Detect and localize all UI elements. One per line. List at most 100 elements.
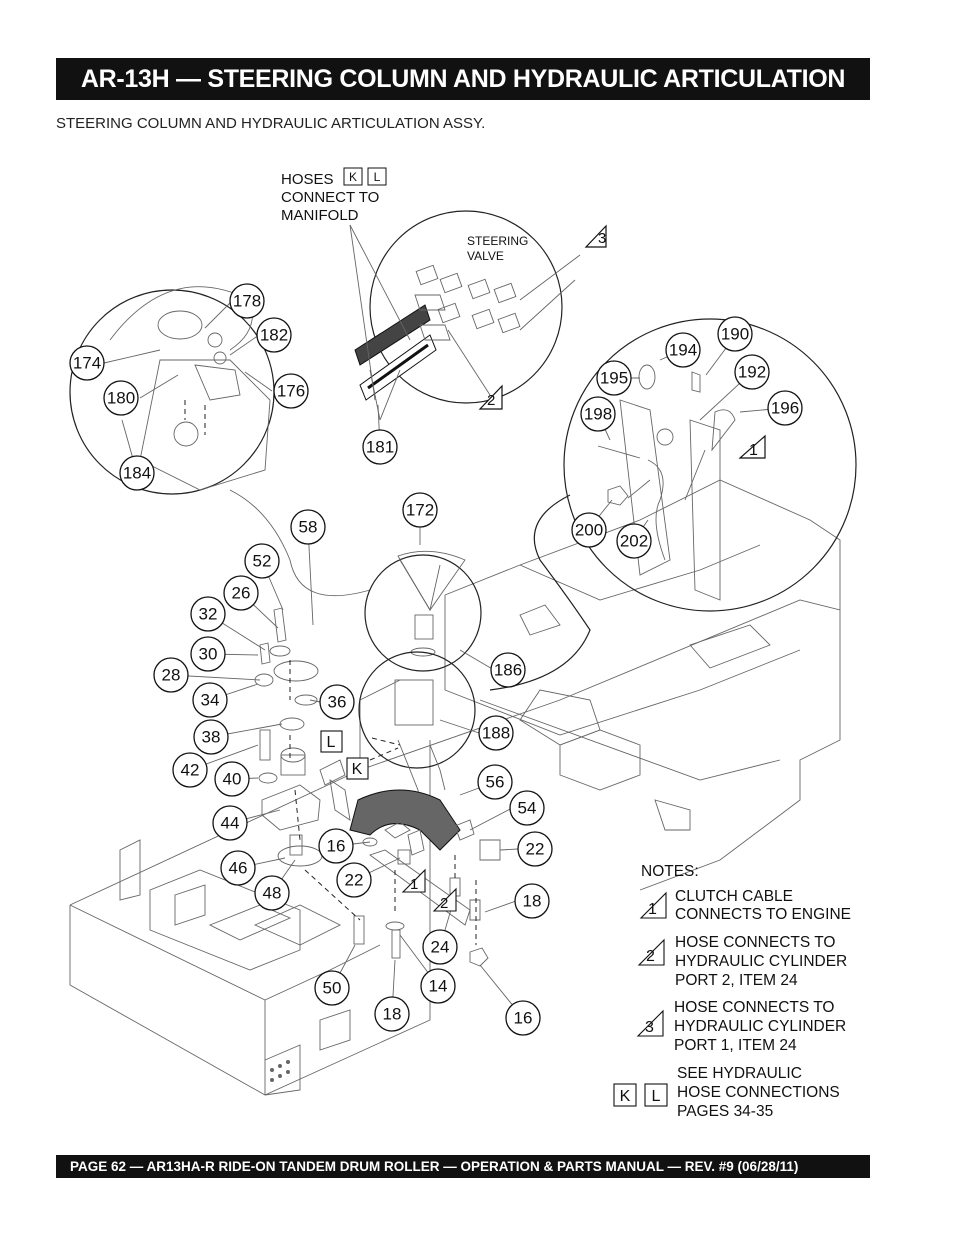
page-footer: PAGE 62 — AR13HA-R RIDE-ON TANDEM DRUM R… (56, 1155, 870, 1178)
svg-text:SEE HYDRAULIC: SEE HYDRAULIC (677, 1065, 802, 1082)
svg-text:30: 30 (199, 645, 218, 664)
flag-triangle-3: 3 (584, 224, 607, 248)
svg-text:1: 1 (749, 442, 758, 459)
svg-text:CONNECT TO: CONNECT TO (281, 189, 379, 206)
callout-48: 48 (254, 875, 290, 911)
svg-text:HYDRAULIC CYLINDER: HYDRAULIC CYLINDER (675, 953, 847, 970)
steering-valve-label: STEERING VALVE (467, 234, 528, 263)
flag-triangle-2: 2 (478, 384, 503, 410)
clutch-cable (489, 494, 591, 691)
svg-text:18: 18 (383, 1005, 402, 1024)
svg-text:174: 174 (73, 354, 101, 373)
note-2: 2 HOSE CONNECTS TO HYDRAULIC CYLINDER PO… (637, 934, 847, 989)
svg-text:2: 2 (487, 392, 495, 409)
callout-180: 180 (103, 380, 139, 416)
callout-181: 181 (362, 429, 398, 465)
leader-cable (229, 489, 371, 597)
callout-18-right: 18 (514, 883, 550, 919)
svg-text:L: L (374, 170, 381, 184)
callout-36: 36 (319, 684, 355, 720)
svg-text:3: 3 (598, 230, 606, 247)
svg-text:1: 1 (648, 901, 657, 918)
detail-steering-column (358, 550, 482, 806)
machine-frame (69, 479, 841, 1096)
flag-box-k: K (346, 757, 369, 780)
page-title: AR-13H — STEERING COLUMN AND HYDRAULIC A… (56, 58, 870, 135)
svg-text:PAGES 34-35: PAGES 34-35 (677, 1103, 773, 1120)
svg-text:K: K (352, 761, 363, 778)
hoses-label: HOSES K L CONNECT TO MANIFOLD (281, 167, 387, 224)
svg-text:198: 198 (584, 405, 612, 424)
callout-24: 24 (422, 929, 458, 965)
svg-text:195: 195 (600, 369, 628, 388)
svg-text:188: 188 (482, 724, 510, 743)
svg-text:176: 176 (277, 382, 305, 401)
svg-text:L: L (652, 1088, 661, 1105)
svg-text:3: 3 (645, 1019, 654, 1036)
callouts: 174 178 182 176 180 184 181 190 194 192 … (69, 283, 803, 1036)
note-3: 3 HOSE CONNECTS TO HYDRAULIC CYLINDER PO… (636, 999, 846, 1054)
callout-54: 54 (509, 790, 545, 826)
svg-text:186: 186 (494, 661, 522, 680)
svg-text:K: K (349, 170, 357, 184)
svg-text:184: 184 (123, 464, 151, 483)
callout-188: 188 (478, 715, 514, 751)
svg-text:26: 26 (232, 584, 251, 603)
callout-195: 195 (596, 360, 632, 396)
svg-text:54: 54 (518, 799, 537, 818)
callout-32: 32 (190, 596, 226, 632)
callout-38: 38 (193, 719, 229, 755)
svg-text:172: 172 (406, 501, 434, 520)
diagram-flags: 3 2 1 1 2 L K (320, 224, 766, 912)
callout-34: 34 (192, 682, 228, 718)
svg-text:STEERING: STEERING (467, 234, 528, 248)
svg-text:VALVE: VALVE (467, 249, 504, 263)
svg-text:42: 42 (181, 761, 200, 780)
callout-16-left: 16 (318, 828, 354, 864)
callout-14: 14 (420, 968, 456, 1004)
svg-text:202: 202 (620, 532, 648, 551)
callout-196: 196 (767, 390, 803, 426)
callout-194: 194 (665, 332, 701, 368)
svg-text:PORT 1, ITEM 24: PORT 1, ITEM 24 (674, 1037, 797, 1054)
svg-text:HYDRAULIC CYLINDER: HYDRAULIC CYLINDER (674, 1018, 846, 1035)
callout-28: 28 (153, 657, 189, 693)
svg-text:178: 178 (233, 292, 261, 311)
svg-text:2: 2 (646, 948, 655, 965)
svg-text:1: 1 (410, 876, 418, 893)
flag-triangle-1: 1 (738, 434, 766, 459)
callout-30: 30 (190, 636, 226, 672)
svg-text:28: 28 (162, 666, 181, 685)
svg-text:194: 194 (669, 341, 697, 360)
svg-text:182: 182 (260, 326, 288, 345)
svg-text:192: 192 (738, 363, 766, 382)
svg-text:16: 16 (327, 837, 346, 856)
notes-heading: NOTES: (641, 863, 699, 880)
svg-text:18: 18 (523, 892, 542, 911)
svg-text:PORT 2, ITEM 24: PORT 2, ITEM 24 (675, 972, 798, 989)
callout-50: 50 (314, 970, 350, 1006)
svg-text:L: L (327, 734, 336, 751)
svg-text:190: 190 (721, 325, 749, 344)
callout-176: 176 (273, 373, 309, 409)
note-1: 1 CLUTCH CABLE CONNECTS TO ENGINE (639, 888, 851, 923)
svg-text:22: 22 (345, 871, 364, 890)
svg-text:HOSE CONNECTS TO: HOSE CONNECTS TO (675, 934, 835, 951)
svg-text:50: 50 (323, 979, 342, 998)
callout-202: 202 (616, 523, 652, 559)
callout-56: 56 (477, 764, 513, 800)
callout-52: 52 (244, 543, 280, 579)
svg-text:180: 180 (107, 389, 135, 408)
callout-18-bottom: 18 (374, 996, 410, 1032)
svg-text:MANIFOLD: MANIFOLD (281, 207, 359, 224)
callout-178: 178 (229, 283, 265, 319)
svg-text:22: 22 (526, 840, 545, 859)
callout-174: 174 (69, 345, 105, 381)
svg-text:46: 46 (229, 859, 248, 878)
svg-text:HOSE CONNECTS TO: HOSE CONNECTS TO (674, 999, 834, 1016)
callout-184: 184 (119, 455, 155, 491)
callout-42: 42 (172, 752, 208, 788)
svg-text:36: 36 (328, 693, 347, 712)
callout-200: 200 (571, 512, 607, 548)
